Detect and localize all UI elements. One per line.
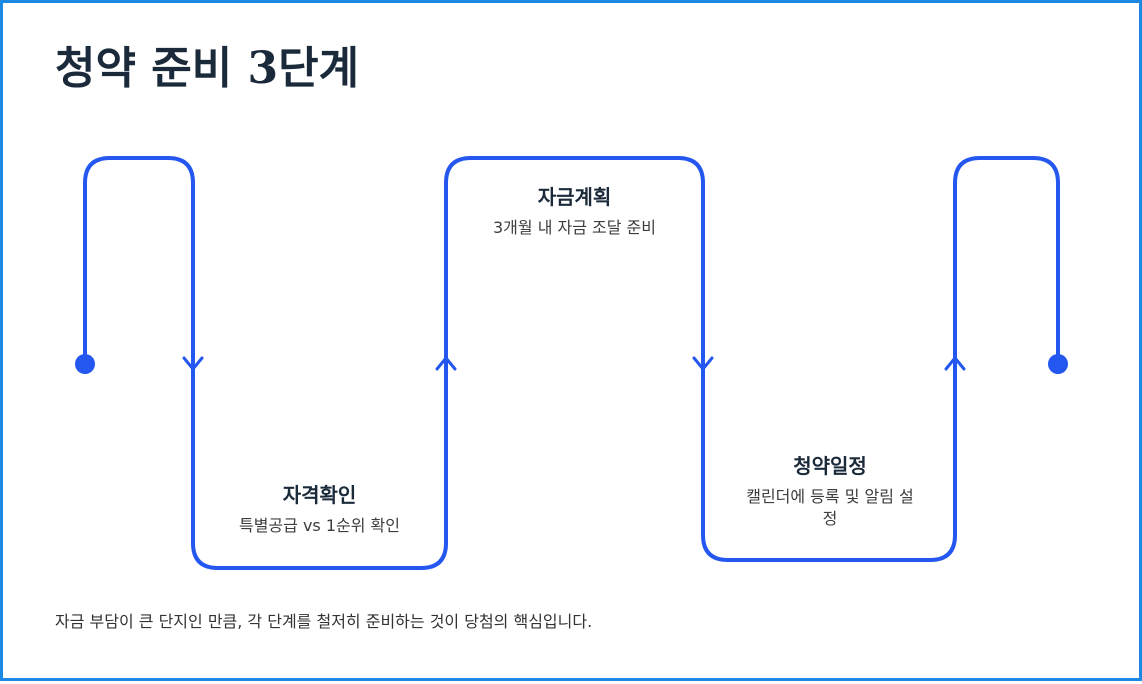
footer-note: 자금 부담이 큰 단지인 만큼, 각 단계를 철저히 준비하는 것이 당첨의 핵… bbox=[55, 612, 593, 631]
down-arrow-icon bbox=[182, 356, 204, 371]
up-arrow-icon bbox=[435, 356, 457, 371]
step-eligibility: 자격확인 특별공급 vs 1순위 확인 bbox=[199, 481, 440, 537]
step-title: 청약일정 bbox=[793, 454, 867, 478]
flow-start-dot bbox=[75, 354, 95, 374]
step-description: 3개월 내 자금 조달 준비 bbox=[492, 218, 656, 237]
up-arrow-icon bbox=[944, 356, 966, 371]
flow-end-dot bbox=[1048, 354, 1068, 374]
step-flow-diagram bbox=[75, 156, 1068, 570]
step-description: 특별공급 vs 1순위 확인 bbox=[238, 516, 400, 535]
flow-path-line bbox=[83, 156, 1060, 570]
page-title: 청약 준비 3단계 bbox=[55, 43, 360, 94]
step-description: 캘린더에 등록 및 알림 설정 bbox=[746, 487, 914, 528]
step-title: 자금계획 bbox=[537, 185, 612, 209]
down-arrow-icon bbox=[692, 356, 714, 371]
step-schedule: 청약일정 캘린더에 등록 및 알림 설정 bbox=[739, 452, 921, 530]
step-title: 자격확인 bbox=[282, 483, 357, 507]
step-funding-plan: 자금계획 3개월 내 자금 조달 준비 bbox=[452, 183, 697, 239]
